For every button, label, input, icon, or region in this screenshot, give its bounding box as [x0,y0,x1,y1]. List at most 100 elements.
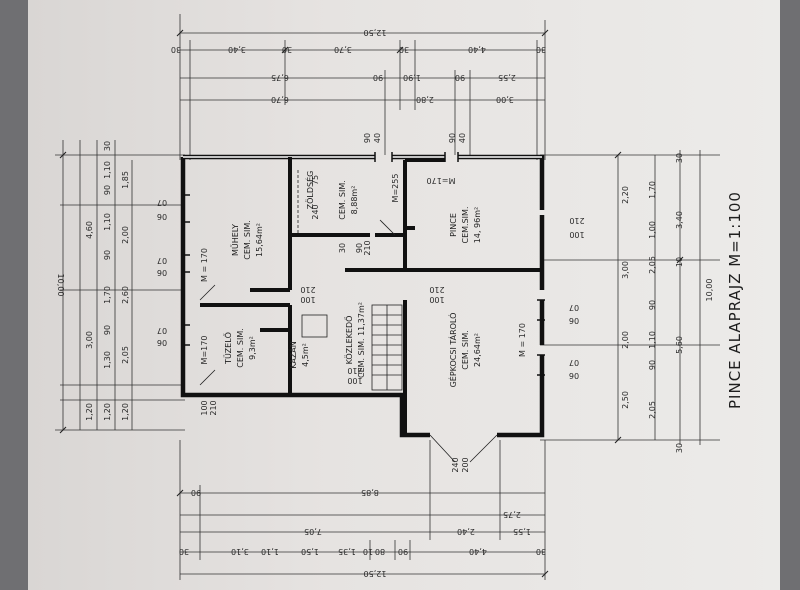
room-kazan: KAZÁN 4,5m² [287,341,310,369]
mark-w07-1: 07 [157,198,167,207]
top-row2-dim: 3,70 [334,45,352,54]
room-muhely: MŰHELY CEM. SIM. 15,64m² [230,220,264,260]
bottom-row4-dim: 1,35 [338,547,356,556]
mark-w07-4: 07 [569,303,579,312]
mark-m170-c: M = 170 [518,323,527,357]
room-pince-floor: CEM.SIM. [461,207,470,244]
mark-d210-t: 210 [209,400,218,415]
room-kazan-name: KAZÁN [287,341,298,369]
top-row4-dim: 40 [458,133,467,143]
room-tuzelo: TÜZELŐ CEM. SIM. 9,3m² [223,328,257,368]
left-col2-dim: 1,20 [121,403,130,421]
left-col1-dim: 30 [103,141,112,151]
room-kozlekedo: KÖZLEKEDŐ CEM. SIM. 11,37m² [344,302,366,378]
top-row3-dim: 1,90 [403,73,421,82]
mark-dn-zold2: 75 [311,175,320,185]
mark-gate-w: 240 [451,457,460,472]
left-col3-dim: 3,00 [85,331,94,349]
boiler-box [301,314,328,338]
room-tuzelo-area: 9,3m² [248,336,257,360]
bottom-row4-dim: 90 [398,547,408,556]
room-muhely-floor: CEM. SIM. [243,220,252,260]
right-col1-dim: 2,50 [621,391,630,409]
room-kozlekedo-name: KÖZLEKEDŐ [344,316,354,365]
right-col2-dim: 1,10 [648,331,657,349]
mark-d100-t: 100 [200,400,209,415]
right-col3-dim: 5,60 [675,336,684,354]
left-col1-dim: 90 [103,185,112,195]
right-col2-dim: 1,00 [648,221,657,239]
right-col2-dim: 90 [648,300,657,310]
mark-dn-zold: 240 [311,204,320,219]
room-pince-name: PINCE [449,213,458,237]
bottom-row1-dim: 8,85 [361,488,379,497]
room-pince: PINCE CEM.SIM. 14, 96m² [449,207,482,244]
walls [180,154,545,438]
mark-w06-4: 06 [569,316,579,325]
drawing-title-text: PINCE ALAPRAJZ M=1:100 [726,191,744,409]
top-row2-dim: 30 [536,45,546,54]
top-row3-dim: 2,55 [498,73,516,82]
left-col1-dim: 1,10 [103,161,112,179]
fixtures [199,170,498,463]
left-col1-dim: 1,70 [103,286,112,304]
bottom-row2-dim: 2,75 [503,510,521,519]
top-row4-dim: 40 [373,133,382,143]
bottom-row4-dim: 10 [363,547,373,556]
mark-d30: 30 [338,243,347,253]
bottom-row3-dim: 1,55 [513,527,531,536]
mark-d100-a: 100 [300,295,315,304]
mark-w06-5: 06 [569,371,579,380]
mark-m170-a: M = 170 [200,248,209,282]
mark-w07-5: 07 [569,358,579,367]
top-row4-dim: 2,80 [416,95,434,104]
top-row4-dim: 6,70 [271,95,289,104]
room-muhely-area: 15,64m² [255,223,264,257]
dimension-lines [55,14,720,580]
mark-d210-b: 210 [429,285,444,294]
mark-m170-b: M=170 [200,336,209,365]
top-row4-dim: 90 [448,133,457,143]
left-col2-dim: 2,60 [121,286,130,304]
right-col1-dim: 2,20 [621,186,630,204]
mark-d100-c: 100 [569,230,584,239]
bottom-row4-dim: 4,40 [469,547,487,556]
bottom-row4-dim: 3,10 [231,547,249,556]
right-col2-dim: 2,05 [648,256,657,274]
room-garage-floor: CEM. SIM. [461,330,470,370]
room-zoldseg: ZÖLDSÉG CEM. SIM. 8,88m² [304,171,359,220]
top-row2-dim: 30 [399,45,409,54]
left-col1-dim: 1,10 [103,213,112,231]
left-col2-dim: 1,85 [121,171,130,189]
mark-d100-d: 100 [347,376,362,385]
bottom-row1-dim: 90 [191,488,201,497]
top-row2-dim: 3,40 [228,45,246,54]
right-col4-dim: 10 [675,257,684,267]
mark-w07-2: 07 [157,256,167,265]
room-zoldseg-name: ZÖLDSÉG [304,171,315,210]
bottom-row3-dim: 2,40 [457,527,475,536]
room-garage: GÉPKOCSI TÁROLÓ CEM. SIM. 24,64m² [447,313,482,388]
right-col2-dim: 2,05 [648,401,657,419]
top-row2-dim: 30 [171,45,181,54]
bottom-row3-dim: 7,05 [304,527,322,536]
left-col2-dim: 2,00 [121,226,130,244]
dimension-ticks [59,29,684,578]
right-col3-dim: 3,40 [675,211,684,229]
bottom-row4-dim: 1,10 [261,547,279,556]
right-col1-dim: 3,00 [621,261,630,279]
top-row2-dim: 4,40 [468,45,486,54]
top-row4-dim: 90 [363,133,372,143]
room-zoldseg-area: 8,88m² [350,186,359,215]
room-muhely-name: MŰHELY [230,224,240,256]
left-col3-dim: 1,20 [85,403,94,421]
mark-d100-b: 100 [429,295,444,304]
mark-w06-3: 06 [157,338,167,347]
right-col2-dim: 90 [648,360,657,370]
mark-d90-k: 90 [355,243,364,253]
room-kazan-area: 4,5m² [301,343,310,367]
bottom-row4-dim: 30 [536,547,546,556]
mark-m170-d: M=170 [427,176,456,185]
